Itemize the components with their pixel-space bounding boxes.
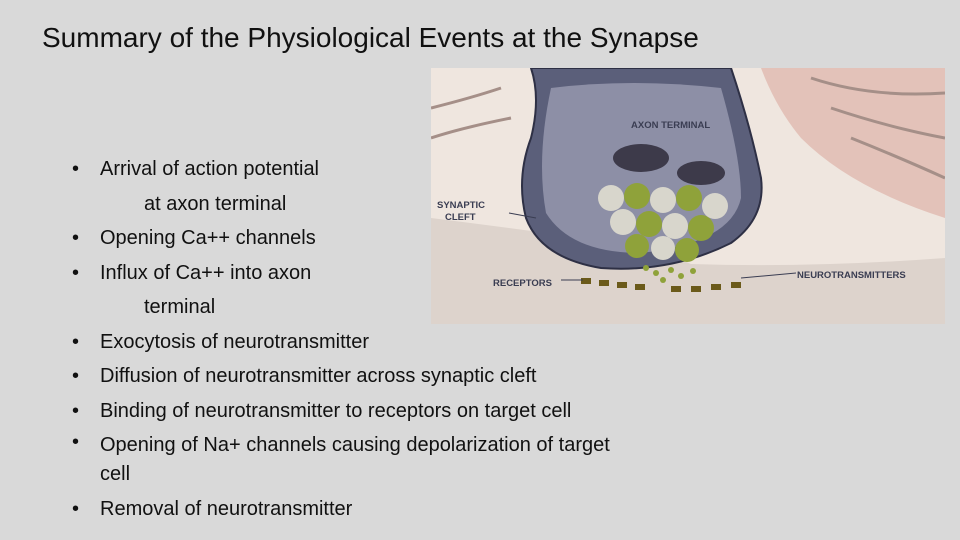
label-neurotransmitters: NEUROTRANSMITTERS [797, 270, 906, 281]
list-item-text: Removal of neurotransmitter [100, 498, 353, 520]
list-item-text: Binding of neurotransmitter to receptors… [100, 399, 572, 422]
list-item-continuation: at axon terminal [144, 192, 287, 215]
neurotransmitters-leader-line [740, 272, 797, 279]
neighboring-cell [761, 68, 945, 218]
list-item: Binding of neurotransmitter to receptors… [72, 394, 610, 429]
label-axon-terminal: AXON TERMINAL [631, 120, 710, 131]
mitochondrion [613, 144, 669, 172]
list-item: Influx of Ca++ into axon terminal [72, 256, 610, 325]
list-item-text: Opening Ca++ channels [100, 227, 316, 249]
slide-title: Summary of the Physiological Events at t… [42, 22, 699, 53]
list-item-text: Diffusion of neurotransmitter across syn… [100, 365, 537, 387]
list-item-text: Exocytosis of neurotransmitter [100, 330, 369, 353]
list-item-continuation: terminal [144, 296, 216, 318]
event-list: Arrival of action potential at axon term… [72, 152, 610, 527]
nerve-fibers [431, 76, 945, 180]
list-item-text: Influx of Ca++ into axon [100, 261, 312, 284]
list-item: Opening of Na+ channels causing depolari… [72, 428, 610, 492]
list-item: Arrival of action potential at axon term… [72, 152, 610, 221]
list-item: Diffusion of neurotransmitter across syn… [72, 359, 610, 394]
synaptic-vesicles [598, 183, 728, 262]
list-item: Exocytosis of neurotransmitter [72, 325, 610, 360]
list-item-continuation: cell [100, 463, 131, 485]
list-item-text: Opening of Na+ channels causing depolari… [100, 434, 610, 456]
list-item: Removal of neurotransmitter [72, 492, 610, 527]
list-item: Opening Ca++ channels [72, 221, 610, 256]
mitochondrion [677, 161, 725, 185]
released-neurotransmitters [643, 265, 696, 283]
list-item-text: Arrival of action potential [100, 158, 320, 180]
